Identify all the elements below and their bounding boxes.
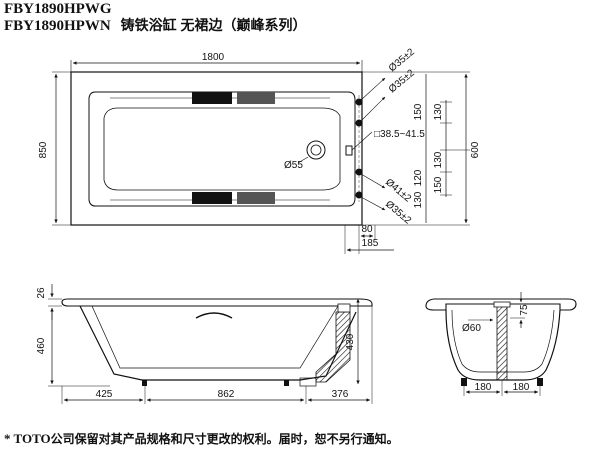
drain-pipe: [315, 311, 351, 383]
end-foot-1: [461, 378, 467, 386]
top-view: [52, 60, 470, 254]
footer-note: * TOTO公司保留对其产品规格和尺寸更改的权利。届时，恕不另行通知。: [4, 430, 399, 447]
footer-brand: * TOTO: [4, 431, 51, 446]
dim-length-label: 1800: [202, 52, 225, 63]
hole-label-4: Ø35±2: [383, 199, 413, 227]
end-rim: [425, 298, 577, 311]
overflow-outlet: [345, 145, 353, 156]
height-label: 460: [36, 337, 47, 354]
drain-label: Ø55: [284, 160, 303, 171]
end-drain-pipe: [496, 305, 508, 381]
side-view: [48, 284, 373, 404]
rim-height-label: 26: [36, 287, 47, 299]
product-name: 铸铁浴缸 无裙边（巅峰系列）: [120, 17, 307, 33]
footer-text: 公司保留对其产品规格和尺寸更改的权利。届时，恕不另行通知。: [50, 432, 399, 446]
side-grip: [195, 312, 233, 319]
end-foot-2: [537, 378, 543, 386]
overall-right-label: 600: [470, 141, 481, 158]
bottom-dim-862: 862: [218, 389, 235, 400]
end-view: [425, 292, 577, 396]
grip-top-left: [192, 92, 232, 104]
dim-width-label: 850: [38, 141, 49, 158]
foot-2: [284, 380, 289, 386]
outer-rim: [70, 71, 363, 226]
grip-top-right: [237, 92, 275, 104]
right-dim-5: 150: [433, 176, 444, 193]
right-dim-1: 130: [433, 103, 444, 120]
right-dim-4: 120: [413, 169, 424, 186]
right-dim-6: 130: [413, 191, 424, 208]
basin-floor: [103, 107, 341, 191]
end-dim-left: 180: [475, 382, 492, 393]
side-shell: [79, 305, 357, 381]
drain-outer: [306, 140, 326, 160]
bottom-dim-185: 185: [362, 238, 379, 249]
right-dim-3: 130: [433, 151, 444, 168]
drain-inner: [310, 144, 322, 156]
overflow-label: □38.5~41.5: [374, 129, 425, 140]
end-dim-right: 180: [513, 382, 530, 393]
side-rim: [61, 298, 373, 307]
bottom-dim-425: 425: [96, 389, 113, 400]
inner-basin: [88, 91, 356, 207]
end-drain-label: Ø60: [462, 323, 481, 334]
grip-bottom-left: [192, 192, 232, 204]
right-dim-2: 150: [413, 103, 424, 120]
bottom-dim-80: 80: [361, 224, 373, 235]
model-number-1: FBY1890HPWG: [4, 1, 112, 17]
grip-bottom-right: [237, 192, 275, 204]
drain-height-label: 430: [345, 333, 356, 350]
foot-1: [142, 380, 147, 386]
end-offset-label: 75: [519, 304, 530, 316]
bottom-dim-376: 376: [332, 389, 349, 400]
hole-label-1: Ø35±2: [387, 46, 417, 74]
